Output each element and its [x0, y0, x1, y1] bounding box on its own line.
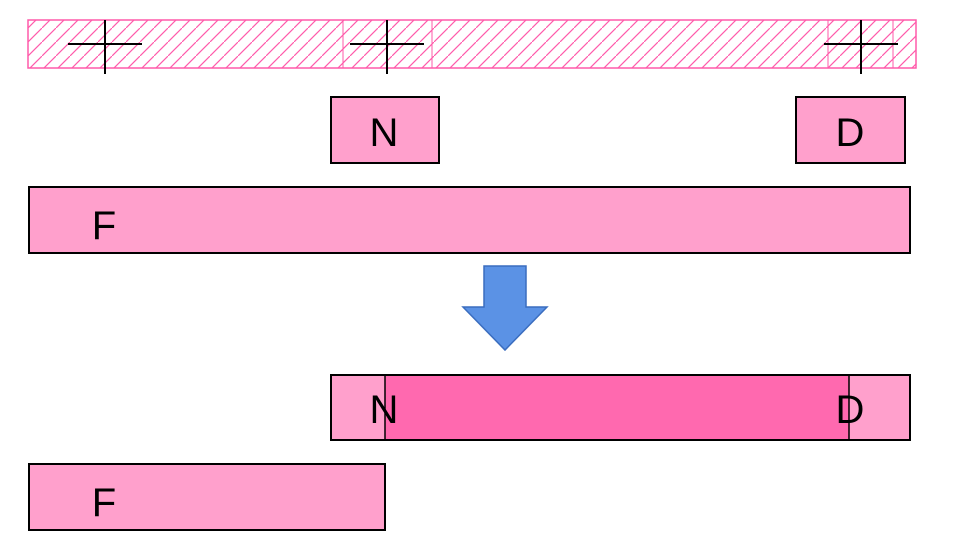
result-bar-n-segment [331, 375, 385, 440]
result-f-label: F [92, 481, 116, 525]
cross-marker-icon [68, 20, 142, 74]
hatched-strip-fill [27, 19, 917, 69]
result-bar-outline [330, 374, 911, 441]
d-box-label: D [836, 111, 865, 155]
result-bar: N D [330, 374, 911, 441]
d-box: D [795, 96, 906, 164]
result-d-label: D [836, 388, 865, 432]
hatched-strip [27, 19, 917, 69]
down-arrow-icon [461, 265, 549, 352]
cross-marker-icon [350, 20, 424, 74]
cross-marker-icon [824, 20, 898, 74]
n-box-label: N [370, 111, 399, 155]
f-bar: F [28, 186, 911, 254]
result-f-bar: F [28, 463, 386, 531]
n-box: N [330, 96, 440, 164]
f-bar-label: F [92, 204, 116, 248]
result-bar-d-segment [849, 375, 910, 440]
result-bar-middle-segment [385, 375, 849, 440]
result-n-label: N [370, 388, 399, 432]
